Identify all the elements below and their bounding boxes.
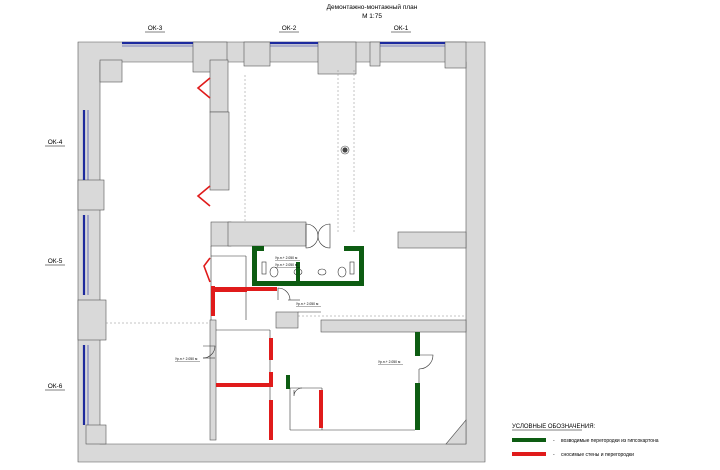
label-ok6: ОК-6 bbox=[48, 383, 63, 390]
level-mark-1: Ур.н.+ 2.050 м bbox=[275, 256, 298, 260]
wall-piers bbox=[77, 41, 467, 445]
demolish-h1 bbox=[214, 287, 247, 292]
level-mark-3: Ур.н.+ 2.050 м bbox=[296, 302, 319, 306]
level-marks: Ур.н.+ 2.050 м Ур.н.+ 2.050 м Ур.н.+ 2.0… bbox=[175, 256, 403, 365]
wall-mid bbox=[227, 221, 307, 247]
demolish-v5 bbox=[319, 390, 323, 428]
outer-walls bbox=[77, 41, 486, 463]
legend: УСЛОВНЫЕ ОБОЗНАЧЕНИЯ: - возводимые перег… bbox=[512, 424, 659, 458]
wall-col-a bbox=[209, 59, 229, 113]
room-lines bbox=[210, 246, 415, 440]
legend-green-dash: - bbox=[553, 438, 555, 444]
demolish-h2 bbox=[247, 287, 277, 291]
interior-walls bbox=[209, 59, 467, 445]
gkl-bottom bbox=[252, 281, 364, 286]
level-mark-2: Ур.н.+ 2.050 м bbox=[275, 263, 298, 267]
demolish-v2 bbox=[269, 338, 273, 360]
label-ok5: ОК-5 bbox=[48, 258, 63, 265]
level-mark-5: Ур.н.+ 2.050 м bbox=[378, 360, 401, 364]
wall-col-b bbox=[209, 111, 230, 191]
new-partitions bbox=[252, 246, 420, 430]
gkl-corridor-door bbox=[415, 332, 420, 356]
legend-title: УСЛОВНЫЕ ОБОЗНАЧЕНИЯ: bbox=[512, 424, 596, 430]
window-inner-lines bbox=[87, 45, 445, 425]
gkl-left bbox=[252, 246, 257, 286]
label-ok2: ОК-2 bbox=[282, 25, 297, 32]
gkl-small bbox=[286, 375, 290, 389]
demolished-walls bbox=[211, 286, 323, 440]
label-ok1: ОК-1 bbox=[394, 25, 409, 32]
wall-corridor bbox=[320, 319, 467, 333]
legend-green-swatch bbox=[512, 438, 546, 442]
toilet-icon bbox=[269, 266, 279, 278]
wall-small-block bbox=[275, 311, 299, 329]
plan-scale: М 1:75 bbox=[362, 13, 382, 20]
legend-red-label: сносимые стены и перегородки bbox=[561, 452, 634, 458]
gkl-right bbox=[359, 246, 364, 286]
demolish-h3 bbox=[216, 383, 271, 387]
gkl-corridor-low bbox=[415, 383, 420, 430]
ceiling-point-icon bbox=[342, 147, 348, 153]
legend-red-dash: - bbox=[553, 452, 555, 458]
demolish-v4 bbox=[269, 400, 273, 440]
label-ok3: ОК-3 bbox=[148, 25, 163, 32]
dashed-lines bbox=[106, 70, 466, 324]
demolish-v1 bbox=[211, 286, 215, 316]
label-ok4: ОК-4 bbox=[48, 139, 63, 146]
legend-green-label: возводимые перегородки из гипсокартона bbox=[561, 438, 659, 444]
doors bbox=[202, 223, 434, 397]
gkl-top bbox=[252, 246, 264, 251]
wall-lower-col bbox=[209, 319, 217, 441]
sink-icon-2 bbox=[317, 268, 327, 276]
legend-red-swatch bbox=[512, 452, 546, 456]
toilet-icon-2 bbox=[337, 266, 347, 278]
windows bbox=[82, 41, 445, 425]
building-shell bbox=[77, 41, 486, 463]
gkl-mid bbox=[296, 262, 300, 284]
wall-diagonal bbox=[445, 419, 467, 445]
demolished-doors bbox=[196, 77, 215, 312]
gkl-top-right bbox=[344, 246, 364, 251]
wall-right-stub bbox=[397, 231, 467, 249]
demolish-v3 bbox=[269, 372, 273, 387]
level-mark-4: Ур.н.+ 2.050 м bbox=[175, 357, 198, 361]
plan-title: Демонтажно-монтажный план bbox=[327, 3, 418, 11]
